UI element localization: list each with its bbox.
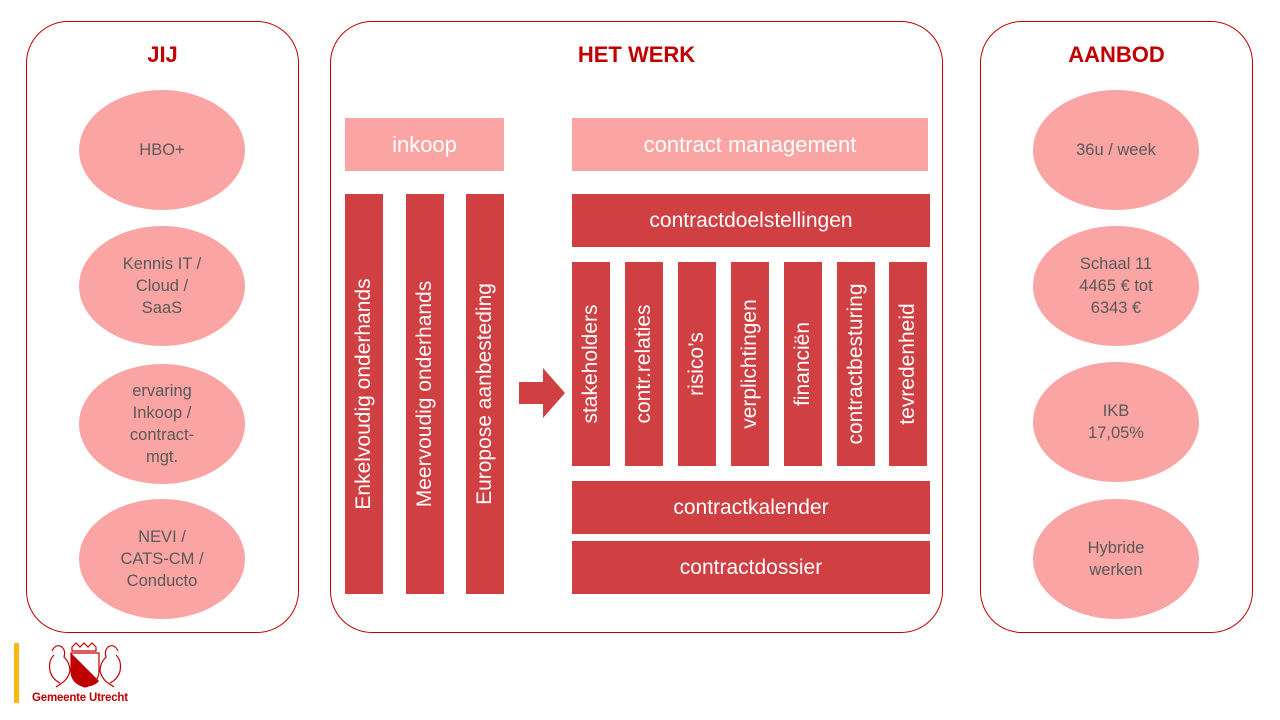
cm-column: verplichtingen: [731, 262, 769, 466]
cm-column: risico’s: [678, 262, 716, 466]
het-werk-title: HET WERK: [577, 42, 696, 67]
cm-column: stakeholders: [572, 262, 610, 466]
aanbod-item-ikb: IKB 17,05%: [1033, 362, 1199, 482]
aanbod-item-hours: 36u / week: [1033, 90, 1199, 210]
cm-column-label: verplichtingen: [738, 299, 761, 429]
cm-column-label: contractbesturing: [844, 283, 867, 445]
right-arrow-icon: [519, 368, 565, 418]
cm-column: financiën: [784, 262, 822, 466]
logo-accent-bar: [14, 643, 19, 703]
contractkalender-bar: contractkalender: [572, 481, 930, 534]
coat-of-arms-icon: [48, 642, 122, 688]
inkoop-column-label: Europose aanbesteding: [473, 283, 496, 505]
cm-column-label: risico’s: [685, 332, 708, 396]
cm-column-label: contr.relaties: [632, 304, 655, 424]
jij-panel: JIJ HBO+ Kennis IT / Cloud / SaaS ervari…: [26, 21, 299, 633]
inkoop-column-label: Enkelvoudig onderhands: [352, 278, 375, 510]
contractdossier-bar: contractdossier: [572, 541, 930, 594]
contract-management-header: contract management: [572, 118, 928, 171]
inkoop-column: Meervoudig onderhands: [406, 194, 444, 594]
jij-item-certifications: NEVI / CATS-CM / Conducto: [79, 499, 245, 619]
cm-column-label: financiën: [791, 321, 814, 407]
cm-column: contr.relaties: [625, 262, 663, 466]
jij-item-experience: ervaring Inkoop / contract- mgt.: [79, 364, 245, 484]
aanbod-title: AANBOD: [1068, 42, 1165, 67]
logo-text: Gemeente Utrecht: [32, 692, 128, 704]
inkoop-column: Enkelvoudig onderhands: [345, 194, 383, 594]
jij-item-education: HBO+: [79, 90, 245, 210]
cm-column-label: stakeholders: [579, 304, 602, 424]
aanbod-item-hybrid: Hybride werken: [1033, 499, 1199, 619]
inkoop-header: inkoop: [345, 118, 504, 171]
aanbod-item-salary: Schaal 11 4465 € tot 6343 €: [1033, 226, 1199, 346]
aanbod-panel: AANBOD 36u / week Schaal 11 4465 € tot 6…: [980, 21, 1253, 633]
cm-column-label: tevredenheid: [896, 303, 919, 425]
jij-title: JIJ: [147, 42, 178, 67]
inkoop-column: Europose aanbesteding: [466, 194, 504, 594]
contractdoelstellingen-bar: contractdoelstellingen: [572, 194, 930, 247]
cm-column: tevredenheid: [889, 262, 927, 466]
cm-column: contractbesturing: [837, 262, 875, 466]
inkoop-column-label: Meervoudig onderhands: [413, 280, 436, 508]
jij-item-knowledge: Kennis IT / Cloud / SaaS: [79, 226, 245, 346]
